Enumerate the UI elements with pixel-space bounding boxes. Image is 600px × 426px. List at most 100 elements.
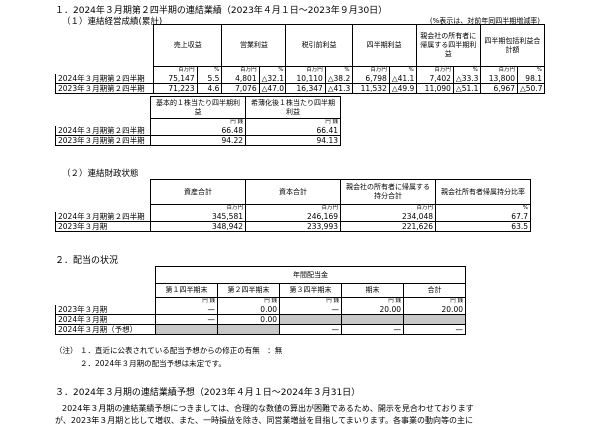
footnote-prefix: （注） [55,346,78,355]
table-row: 2023年３月期 — 0.00 — 20.00 20.00 [55,305,466,315]
table-cell [155,324,218,335]
header-q1-end: 第１四半期末 [155,283,218,298]
row-label: 2023年３月期第２四半期 [54,83,155,94]
header-annual-dividend: 年間配当金 [155,266,466,284]
header-q3-end: 第３四半期末 [279,283,342,298]
row-label: 2024年３月期第２四半期 [55,212,151,222]
table-cell [217,324,280,335]
table-cell: 4,801 [221,74,260,84]
header-equity-attributable: 親会社の所有者に帰属する持分合計 [340,179,436,205]
percent-note: (%表示は、対前年同四半期増減率) [429,17,540,25]
table-cell: 0.00 [217,314,280,325]
unit-label: 百万円 [221,66,260,74]
header-total-assets: 資産合計 [150,179,246,205]
table-cell: 233,993 [245,221,341,232]
table-cell: 66.41 [245,126,341,136]
table-cell: 94.22 [150,135,246,146]
header-revenue: 売上収益 [153,24,223,67]
table-cell: — [279,305,342,315]
unit-label: 円 銭 [245,118,341,126]
table-cell: 7,076 [221,83,260,94]
unit-label: 円 銭 [217,297,280,305]
operating-results-table: 売上収益 営業利益 税引前利益 四半期利益 親会社の所有者に帰属する四半期利益 … [54,24,546,94]
footnote-1: １．直近に公表されている配当予想からの修正の有無 ：無 [80,346,283,355]
header-equity-ratio: 親会社所有者帰属持分比率 [435,179,531,205]
unit-label: % [324,66,353,74]
financial-position-table: 資産合計 資本合計 親会社の所有者に帰属する持分合計 親会社所有者帰属持分比率 … [55,179,531,232]
header-quarterly-profit: 四半期利益 [351,24,417,67]
header-total: 合計 [403,283,466,298]
table-row: 2024年３月期第２四半期 345,581 246,169 234,048 67… [55,212,531,222]
unit-label: 百万円 [340,204,436,212]
unit-label: 百万円 [153,66,198,74]
unit-label: 円 銭 [341,297,404,305]
table-cell: 20.00 [403,305,466,315]
table-cell: 13,800 [479,74,519,84]
table-cell: 98.1 [517,74,545,84]
unit-label: % [517,66,545,74]
table-cell: △38.2 [324,74,353,84]
unit-label: 百万円 [415,66,454,74]
table-cell: 348,942 [150,221,246,232]
section-heading-dividends: ２．配当の状況 [55,256,119,266]
dividends-table: 年間配当金 第１四半期末 第２四半期末 第３四半期末 期末 合計 円 銭 円 銭… [55,266,466,335]
row-label: 2024年３月期（予想） [55,324,156,335]
table-cell: 4.6 [196,83,223,94]
row-label: 2024年３月期 [55,314,156,325]
table-cell: 75,147 [153,74,198,84]
table-cell: 6,967 [479,83,519,94]
header-profit-attributable: 親会社の所有者に帰属する四半期利益 [415,24,481,67]
row-label: 2023年３月期 [55,221,151,232]
row-label: 2024年３月期第２四半期 [55,126,151,136]
table-cell: 11,532 [351,83,390,94]
table-cell: — [279,324,342,335]
unit-label: 円 銭 [403,297,466,305]
unit-label: % [388,66,417,74]
header-diluted-eps: 希薄化後１株当たり四半期利益 [245,96,341,119]
eps-table: 基本的１株当たり四半期利益 希薄化後１株当たり四半期利益 円 銭 円 銭 202… [55,96,341,146]
table-row: 2024年３月期（予想） — — — [55,324,466,335]
table-cell: 0.00 [217,305,280,315]
table-cell: 63.5 [435,221,531,232]
table-cell: 7,402 [415,74,454,84]
row-label: 2023年３月期 [55,305,156,315]
table-cell [279,314,342,325]
header-basic-eps: 基本的１株当たり四半期利益 [150,96,246,119]
table-cell: 11,090 [415,83,454,94]
unit-label: % [196,66,223,74]
table-cell: △41.1 [388,74,417,84]
section-heading-results: １．2024年３月期第２四半期の連結業績（2023年４月１日～2023年９月30… [55,6,388,16]
unit-label: % [258,66,287,74]
unit-label: % [435,204,531,212]
table-row: 2024年３月期第２四半期 75,147 5.5 4,801 △32.1 10,… [54,74,545,84]
table-cell: 94.13 [245,135,341,146]
row-label: 2023年３月期第２四半期 [55,135,151,146]
table-cell: △47.0 [258,83,287,94]
table-cell: — [341,324,404,335]
header-pretax-profit: 税引前利益 [285,24,353,67]
table-row: 2023年３月期第２四半期 71,223 4.6 7,076 △47.0 16,… [54,83,545,94]
table-cell: — [155,314,218,325]
table-cell: 246,169 [245,212,341,222]
table-cell: △32.1 [258,74,287,84]
table-cell: 6,798 [351,74,390,84]
header-total-equity: 資本合計 [245,179,341,205]
table-cell: △49.9 [388,83,417,94]
table-cell: 234,048 [340,212,436,222]
table-cell: 71,223 [153,83,198,94]
table-cell: △50.7 [517,83,545,94]
table-row: 2024年３月期第２四半期 66.48 66.41 [55,126,341,136]
table-cell: △33.3 [452,74,481,84]
section-heading-forecast: ３．2024年３月期の連結業績予想（2023年４月１日～2024年３月31日） [55,388,361,398]
table-cell [403,314,466,325]
table-cell: 10,110 [285,74,326,84]
table-cell: △41.3 [324,83,353,94]
table-row: 2024年３月期 — 0.00 [55,314,466,325]
unit-label: 円 銭 [279,297,342,305]
table-cell: 66.48 [150,126,246,136]
unit-label: 百万円 [351,66,390,74]
unit-label: 円 銭 [155,297,218,305]
subsection-heading-financial: （２）連結財政状態 [62,169,139,179]
unit-label: % [452,66,481,74]
header-operating-profit: 営業利益 [221,24,287,67]
